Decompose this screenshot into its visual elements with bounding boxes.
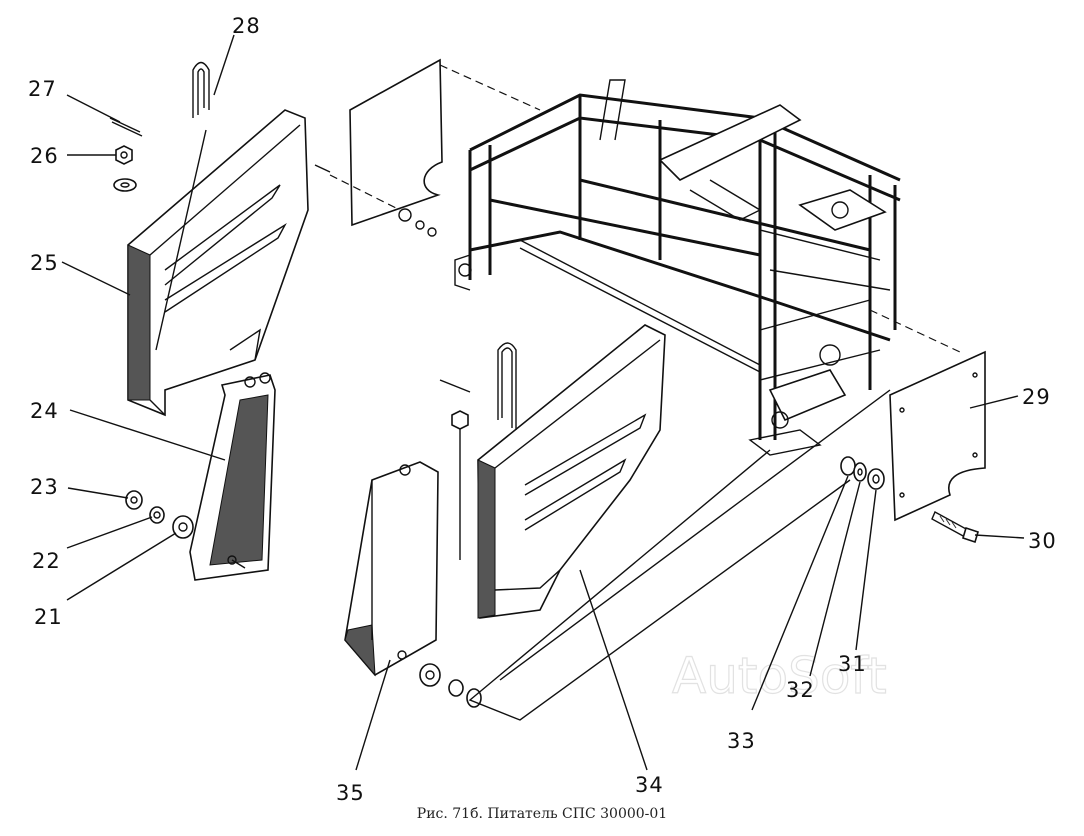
callout-21: 21 [34,605,63,629]
callout-32: 32 [786,678,815,702]
callout-23: 23 [30,475,59,499]
leader-lines [61,34,1025,771]
part-26-nut-washer [113,145,137,192]
callout-34: 34 [635,773,664,797]
rear-cover-plate [314,58,541,237]
callout-35: 35 [336,781,365,805]
part-22-washer [149,506,165,524]
part-34-side-panel [439,324,666,619]
part-28-u-bolt [192,61,210,118]
callout-29: 29 [1022,385,1051,409]
part-31-nut [867,468,885,490]
callout-28: 28 [232,14,261,38]
callout-30: 30 [1028,529,1057,553]
figure-caption: Рис. 71б. Питатель СПС 30000-01 [416,806,668,822]
part-25-side-panel [127,109,309,417]
feeder-frame [454,79,901,456]
callout-31: 31 [838,652,867,676]
part-27-pin [109,117,143,137]
callout-25: 25 [30,251,59,275]
part-21-washer [172,515,194,539]
callout-27: 27 [28,77,57,101]
part-32-washer [853,462,867,482]
part-30-bolt [931,511,979,544]
part-23-washer [125,490,143,510]
part-33-washer [840,456,856,476]
watermark-text: AutoSoft [672,647,887,705]
callout-24: 24 [30,399,59,423]
callout-26: 26 [30,144,59,168]
callout-22: 22 [32,549,61,573]
part-24-bracket [189,372,276,581]
part-29-end-plate [869,309,986,522]
part-35-cover-plate [344,461,482,708]
assembly-lines [468,389,891,721]
callout-33: 33 [727,729,756,753]
